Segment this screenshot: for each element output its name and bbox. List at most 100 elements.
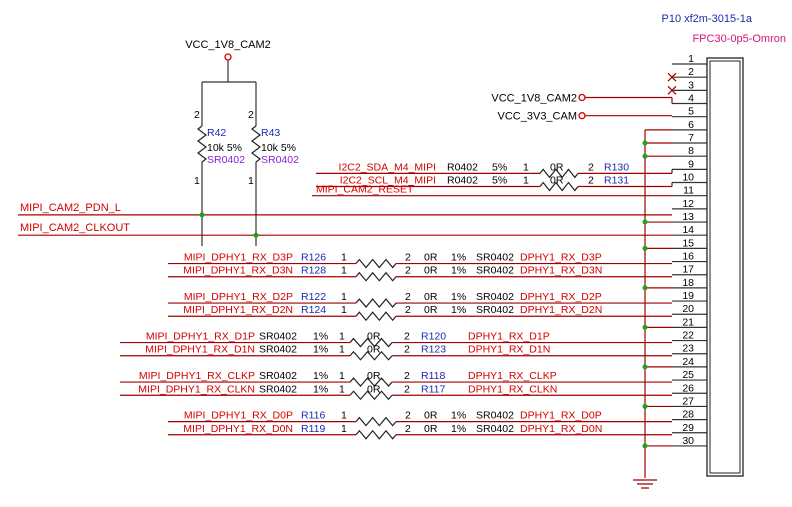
connector-pin-number: 21	[682, 316, 694, 328]
pair-clk-ref: R118	[421, 370, 445, 382]
connector-pin-number: 7	[688, 132, 694, 144]
pair-d1-pin2: 2	[404, 331, 410, 343]
pair-clk-pin1: 1	[339, 383, 345, 395]
connector-pin-number: 9	[688, 158, 694, 170]
connector-pin-number: 27	[682, 395, 694, 407]
pair-d0-left-net-label: MIPI_DPHY1_RX_D0N	[183, 423, 293, 435]
connector-body-inner	[709, 60, 741, 474]
pullup-resistor-R43	[251, 125, 261, 163]
pair-d3-left-net-label: MIPI_DPHY1_RX_D3P	[184, 252, 293, 264]
components	[197, 53, 744, 489]
connector-pin-number: 29	[682, 422, 694, 434]
pair-clk-right-net-label: DPHY1_RX_CLKP	[468, 370, 557, 382]
connector-pin-number: 16	[682, 251, 694, 263]
connector-pin-number: 3	[688, 79, 694, 91]
pair-d1-footprint: SR0402	[259, 344, 297, 356]
connector-pin-number: 14	[682, 224, 694, 236]
connector-footprint: FPC30-0p5-Omron	[692, 33, 786, 45]
ground-junction-dot	[642, 403, 648, 409]
pair-clk-tolerance: 1%	[313, 383, 328, 395]
ground-junction-dot	[642, 153, 648, 159]
connector-pin-number: 13	[682, 211, 694, 223]
pair-d2-right-net-label: DPHY1_RX_D2N	[520, 304, 602, 316]
pair-d2-value: 0R	[424, 304, 438, 316]
pair-d0-right-net-label: DPHY1_RX_D0P	[520, 410, 602, 422]
ground-junction-dot	[642, 364, 648, 370]
pair-d3-pin2: 2	[405, 265, 411, 277]
pair-d0-pin2: 2	[405, 423, 411, 435]
pullup-pin-bottom: 1	[194, 175, 200, 187]
pair-d2-footprint: SR0402	[476, 291, 514, 303]
ground-junction-dot	[642, 140, 648, 146]
i2c-pin2: 2	[588, 175, 594, 187]
pair-d1-right-net-label: DPHY1_RX_D1P	[468, 331, 550, 343]
pair-clk-footprint: SR0402	[259, 383, 297, 395]
i2c-footprint: R0402	[447, 161, 478, 173]
pullup-footprint: SR0402	[207, 154, 245, 166]
pair-d3-left-net-label: MIPI_DPHY1_RX_D3N	[183, 265, 293, 277]
pair-d3-footprint: SR0402	[476, 252, 514, 264]
pair-d0-footprint: SR0402	[476, 423, 514, 435]
pair-d0-pin1: 1	[341, 423, 347, 435]
pair-d3-value: 0R	[424, 252, 438, 264]
pair-d0-ref: R119	[301, 423, 325, 435]
pair-clk-resistor-R117	[349, 390, 393, 401]
pair-d1-footprint: SR0402	[259, 331, 297, 343]
pair-d3-pin1: 1	[341, 252, 347, 264]
clkout-junction-dot	[253, 232, 259, 238]
power-label-pin4: VCC_1V8_CAM2	[491, 93, 577, 105]
pullup-ref: R42	[207, 127, 226, 139]
pair-d0-tolerance: 1%	[451, 423, 466, 435]
i2c-tolerance: 5%	[492, 175, 507, 187]
pair-d1-right-net-label: DPHY1_RX_D1N	[468, 344, 550, 356]
pair-clk-left-net-label: MIPI_DPHY1_RX_CLKP	[139, 370, 255, 382]
connector-pin-number: 11	[683, 185, 694, 197]
power-label-pin5: VCC_3V3_CAM	[498, 111, 577, 123]
pair-d2-pin1: 1	[341, 304, 347, 316]
pair-d2-pin1: 1	[341, 291, 347, 303]
connector-ref: P10 xf2m-3015-1a	[662, 13, 753, 25]
pair-clk-tolerance: 1%	[313, 370, 328, 382]
pair-d1-pin2: 2	[404, 344, 410, 356]
connector-pin-number: 15	[682, 237, 694, 249]
pair-d3-resistor-R126	[355, 258, 397, 269]
pair-clk-ref: R117	[421, 383, 445, 395]
connector-pin-number: 1	[688, 53, 694, 65]
pair-d0-tolerance: 1%	[451, 410, 466, 422]
pair-d0-pin2: 2	[405, 410, 411, 422]
connector-body	[706, 57, 744, 477]
pair-clk-value: 0R	[367, 370, 381, 382]
no-connect-mark	[667, 85, 677, 95]
i2c-value: 0R	[550, 175, 564, 187]
pullup-ref: R43	[261, 127, 280, 139]
connector-pin-number: 19	[682, 290, 694, 302]
pair-d3-tolerance: 1%	[451, 252, 466, 264]
pair-d3-tolerance: 1%	[451, 265, 466, 277]
labels: P10 xf2m-3015-1aFPC30-0p5-Omron123456789…	[20, 13, 786, 447]
ground-junction-dot	[642, 443, 648, 449]
pullup-value: 10k 5%	[261, 142, 296, 154]
pair-d3-pin1: 1	[341, 265, 347, 277]
pair-d1-pin1: 1	[339, 331, 345, 343]
pair-clk-left-net-label: MIPI_DPHY1_RX_CLKN	[138, 383, 255, 395]
pair-d2-left-net-label: MIPI_DPHY1_RX_D2P	[184, 291, 293, 303]
pair-d2-right-net-label: DPHY1_RX_D2P	[520, 291, 602, 303]
pair-d2-tolerance: 1%	[451, 304, 466, 316]
connector-pin-number: 8	[688, 145, 694, 157]
pair-d1-value: 0R	[367, 344, 381, 356]
connector-pin-number: 22	[682, 330, 694, 342]
connector-pin-number: 10	[682, 172, 694, 184]
pair-d0-value: 0R	[424, 410, 438, 422]
pullup-footprint: SR0402	[261, 154, 299, 166]
i2c-pin2: 2	[588, 161, 594, 173]
connector-pin-number: 25	[682, 369, 694, 381]
pdn-net-label: MIPI_CAM2_PDN_L	[20, 202, 121, 214]
i2c-net-label: I2C2_SCL_M4_MIPI	[340, 175, 436, 187]
pair-d1-ref: R120	[421, 331, 446, 343]
pair-d2-left-net-label: MIPI_DPHY1_RX_D2N	[183, 304, 293, 316]
pullup-resistor-R42	[197, 125, 207, 163]
i2c-resistor-R130	[539, 168, 579, 179]
ground-junction-dot	[642, 285, 648, 291]
pair-d1-value: 0R	[367, 331, 381, 343]
